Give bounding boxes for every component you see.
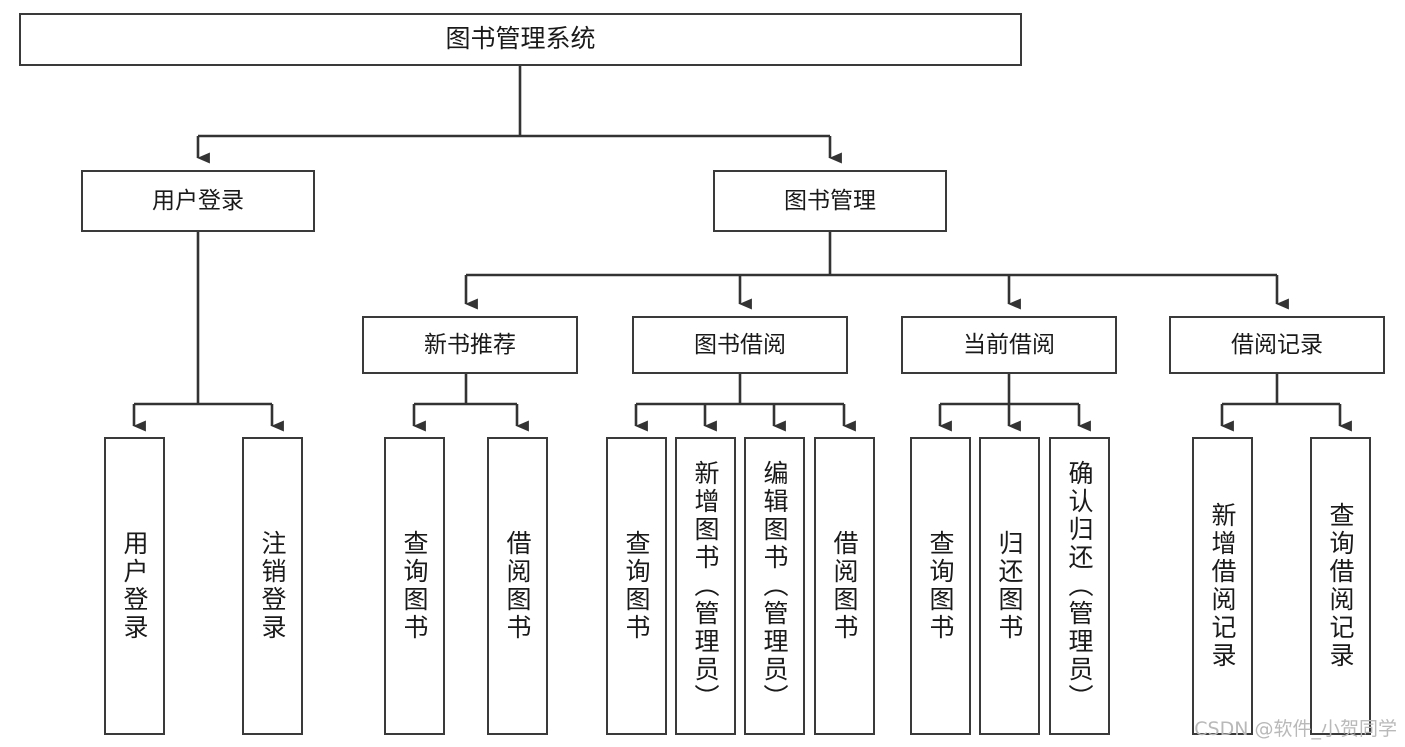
node-label: 用户登录 — [152, 187, 244, 214]
node-label: 新增借阅记录 — [1208, 502, 1237, 670]
node-label: 确认归还（管理员） — [1065, 460, 1094, 712]
node-label: 借阅记录 — [1231, 331, 1323, 358]
node-user-login[interactable]: 用户登录 — [81, 170, 315, 232]
node-label: 查询图书 — [926, 530, 955, 642]
node-label: 查询图书 — [622, 530, 651, 642]
node-label: 图书管理系统 — [445, 24, 596, 54]
node-label: 注销登录 — [258, 530, 287, 642]
node-label: 用户登录 — [120, 530, 149, 642]
leaf-user-login-signout[interactable]: 注销登录 — [242, 437, 303, 735]
leaf-borrow-borrow-book[interactable]: 借阅图书 — [814, 437, 875, 735]
node-label: 借阅图书 — [830, 530, 859, 642]
leaf-borrow-edit-book[interactable]: 编辑图书（管理员） — [744, 437, 805, 735]
leaf-borrow-query-book[interactable]: 查询图书 — [606, 437, 667, 735]
node-borrow-record[interactable]: 借阅记录 — [1169, 316, 1385, 374]
leaf-recommend-query-book[interactable]: 查询图书 — [384, 437, 445, 735]
node-current-borrow[interactable]: 当前借阅 — [901, 316, 1117, 374]
leaf-record-add-record[interactable]: 新增借阅记录 — [1192, 437, 1253, 735]
leaf-current-confirm-return[interactable]: 确认归还（管理员） — [1049, 437, 1110, 735]
node-label: 新增图书（管理员） — [691, 460, 720, 712]
node-label: 新书推荐 — [424, 331, 516, 358]
leaf-recommend-borrow-book[interactable]: 借阅图书 — [487, 437, 548, 735]
node-label: 图书借阅 — [694, 331, 786, 358]
node-label: 借阅图书 — [503, 530, 532, 642]
csdn-watermark: CSDN @软件_小贺同学 — [1194, 718, 1397, 740]
leaf-borrow-add-book[interactable]: 新增图书（管理员） — [675, 437, 736, 735]
node-label: 编辑图书（管理员） — [760, 460, 789, 712]
leaf-current-return-book[interactable]: 归还图书 — [979, 437, 1040, 735]
node-book-borrow[interactable]: 图书借阅 — [632, 316, 848, 374]
leaf-record-query-record[interactable]: 查询借阅记录 — [1310, 437, 1371, 735]
leaf-current-query-book[interactable]: 查询图书 — [910, 437, 971, 735]
node-label: 图书管理 — [784, 187, 876, 214]
node-label: 归还图书 — [995, 530, 1024, 642]
node-label: 查询借阅记录 — [1326, 502, 1355, 670]
node-book-management[interactable]: 图书管理 — [713, 170, 947, 232]
node-label: 查询图书 — [400, 530, 429, 642]
leaf-user-login-signin[interactable]: 用户登录 — [104, 437, 165, 735]
node-label: 当前借阅 — [963, 331, 1055, 358]
node-root-system[interactable]: 图书管理系统 — [19, 13, 1022, 66]
node-new-book-recommend[interactable]: 新书推荐 — [362, 316, 578, 374]
